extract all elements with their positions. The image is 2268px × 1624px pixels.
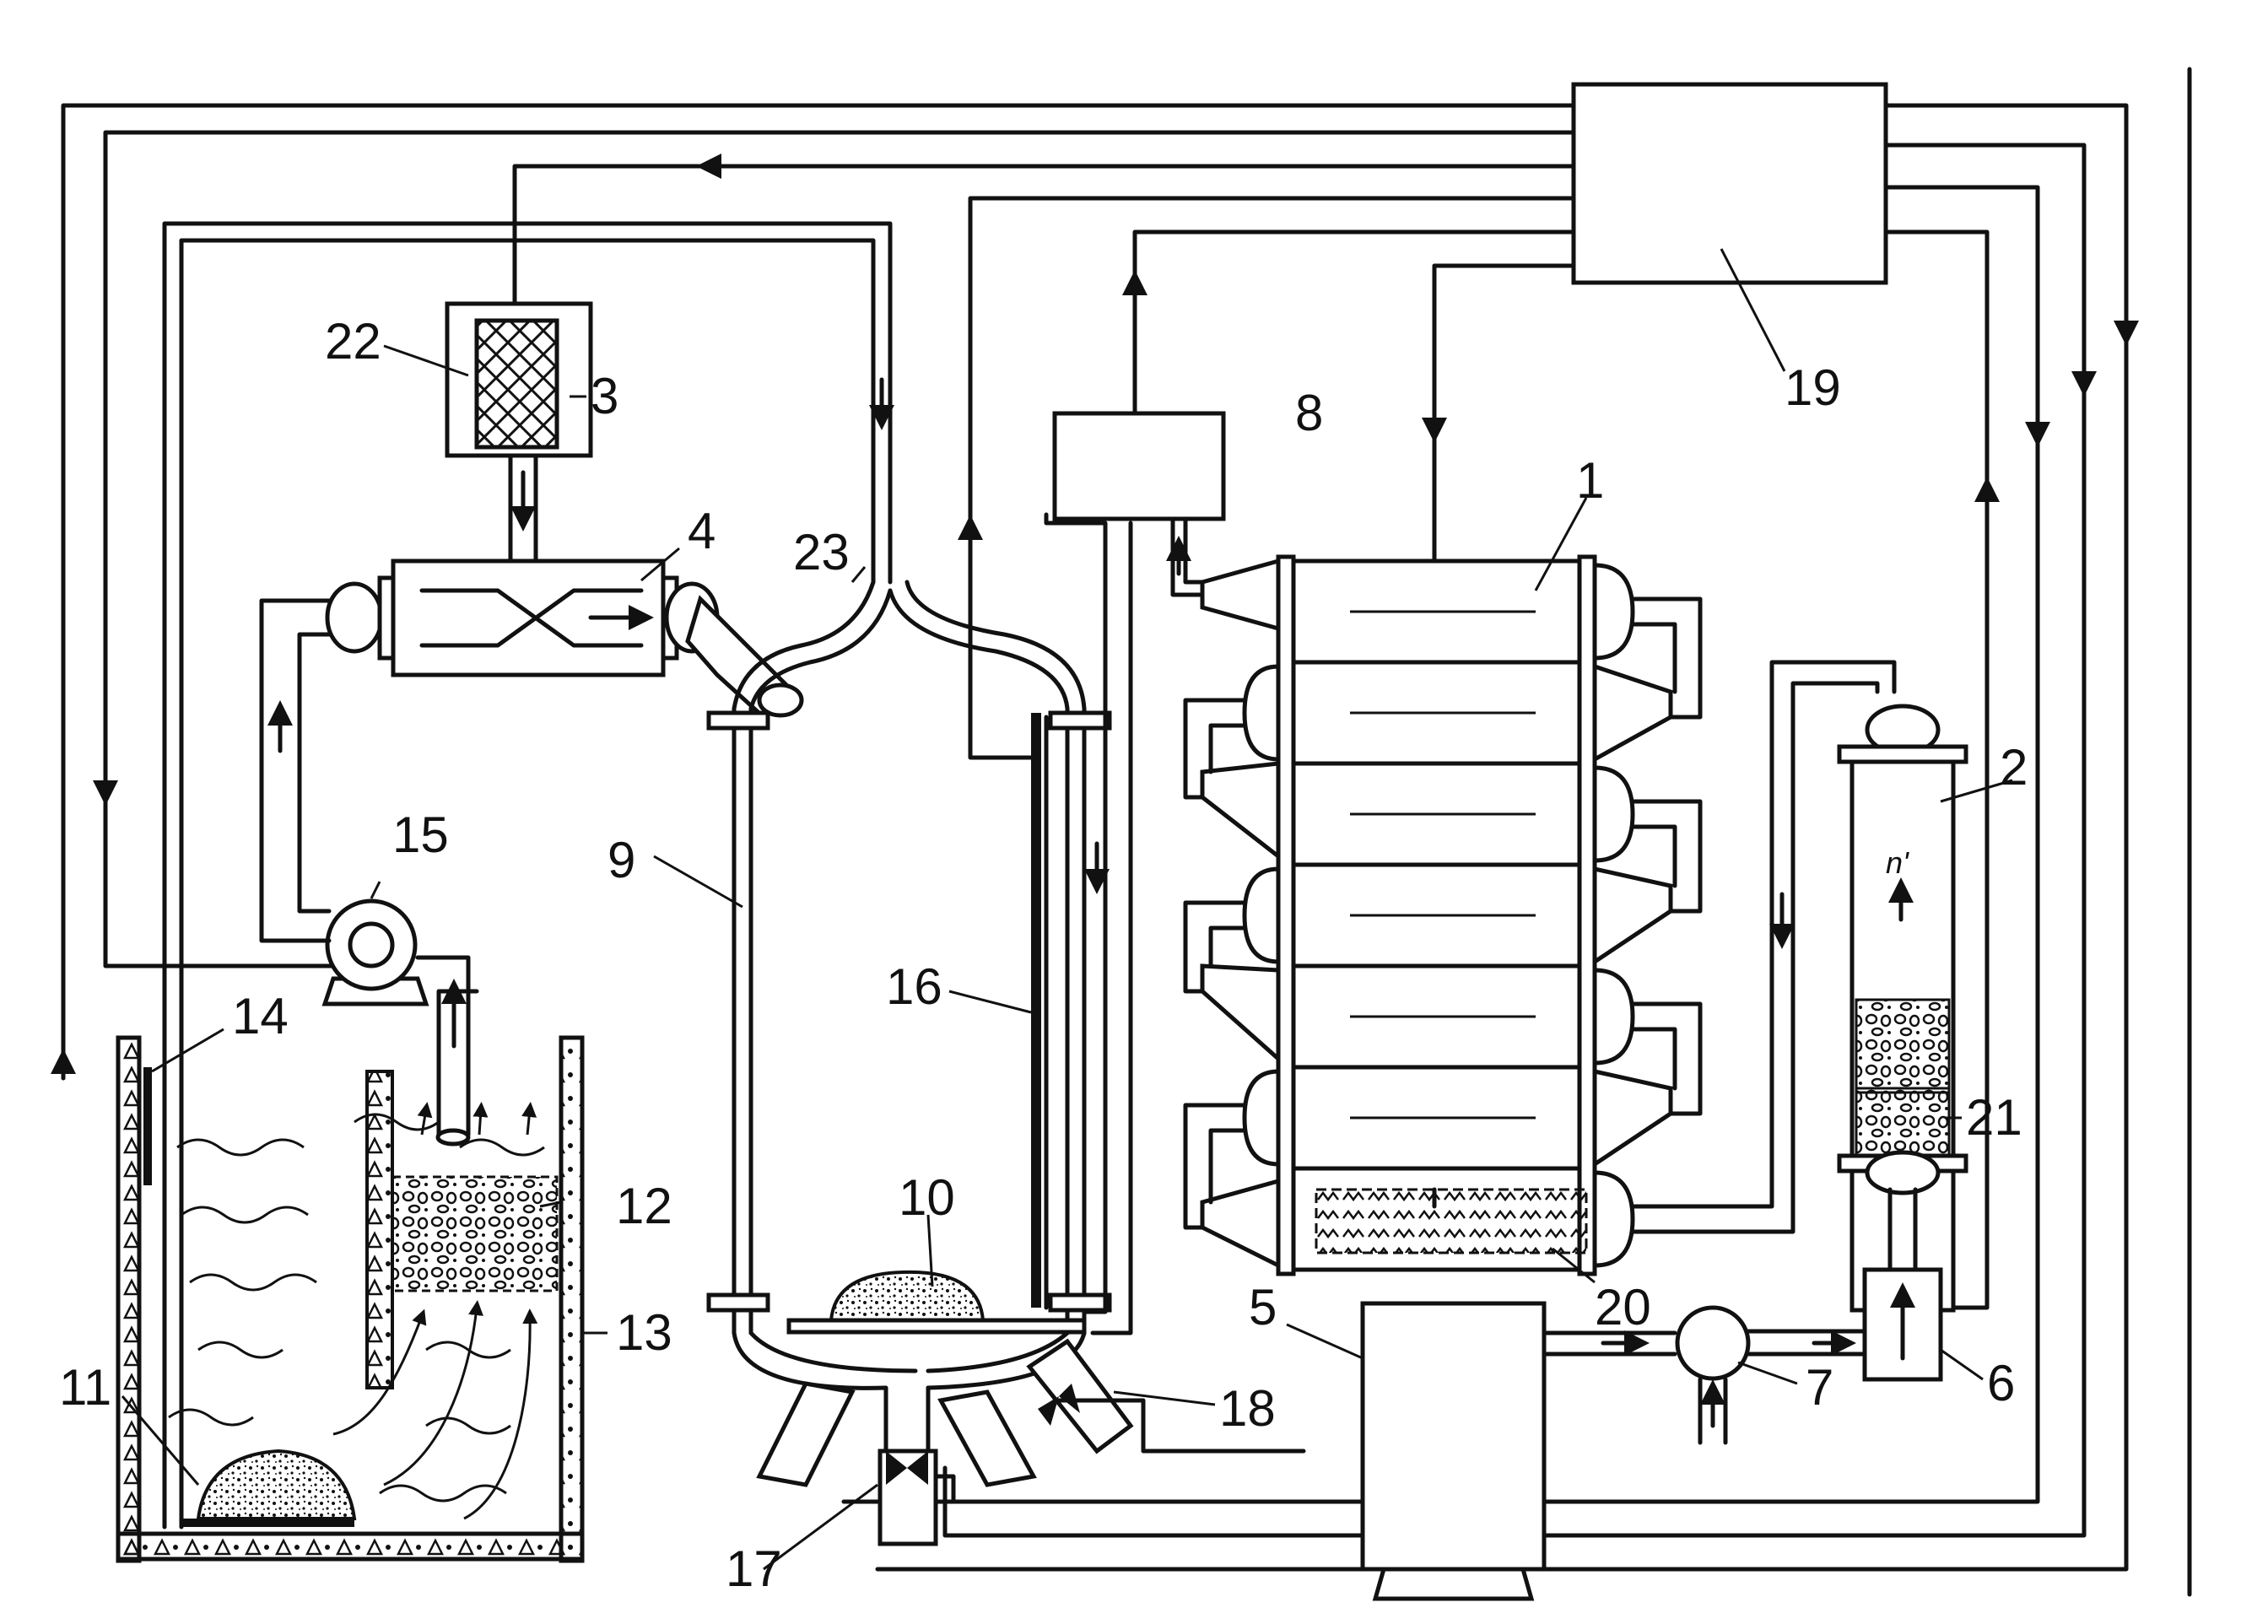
label-4: 4	[688, 503, 716, 559]
label-11: 11	[59, 1359, 111, 1416]
column-2	[1837, 704, 1968, 1313]
label-23: 23	[793, 524, 850, 580]
label-19: 19	[1785, 359, 1841, 416]
label-2: 2	[2000, 739, 2028, 796]
label-12: 12	[616, 1178, 672, 1234]
label-14: 14	[232, 988, 289, 1044]
label-15: 15	[392, 807, 449, 863]
label-17: 17	[726, 1540, 782, 1597]
label-21: 21	[1966, 1089, 2022, 1146]
label-3: 3	[591, 368, 618, 424]
pump-15	[321, 898, 429, 1006]
label-7: 7	[1806, 1359, 1833, 1416]
label-10: 10	[899, 1169, 955, 1226]
filter-3	[445, 301, 593, 458]
label-22: 22	[325, 313, 381, 370]
label-6: 6	[1987, 1355, 2015, 1411]
reaction-tower-9	[706, 512, 1306, 1546]
label-5: 5	[1249, 1279, 1277, 1335]
label-13: 13	[616, 1304, 672, 1361]
label-1: 1	[1576, 452, 1604, 509]
label-18: 18	[1219, 1380, 1276, 1437]
water-tank	[116, 1035, 585, 1563]
label-n-prime: n'	[1886, 845, 1909, 880]
label-8: 8	[1295, 385, 1323, 441]
unit-5	[1360, 1301, 1867, 1601]
mixer-4	[325, 558, 804, 720]
condenser-8	[1052, 411, 1226, 521]
controller-box	[1571, 82, 1888, 285]
label-9: 9	[608, 832, 635, 888]
leader-lines	[121, 344, 2013, 1571]
cascade-condenser-1	[1183, 554, 1897, 1276]
label-20: 20	[1595, 1279, 1651, 1335]
label-16: 16	[886, 958, 942, 1015]
